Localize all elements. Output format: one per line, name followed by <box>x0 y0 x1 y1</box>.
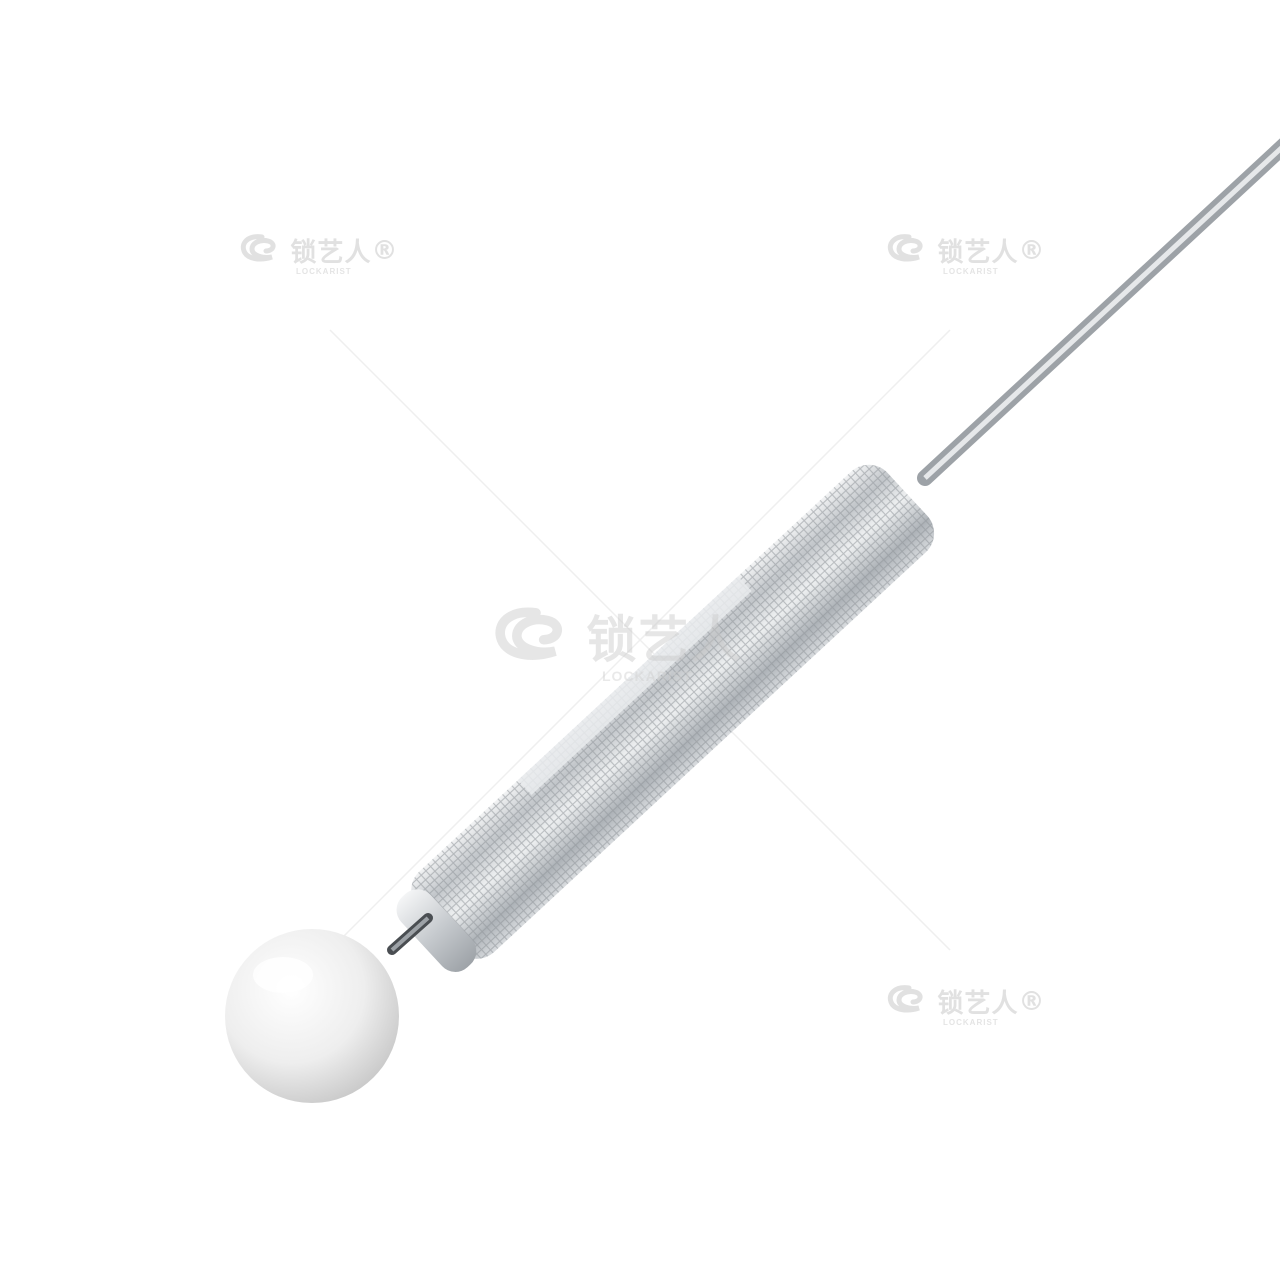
brand-swirl-logo-icon <box>238 233 286 268</box>
brand-name-cn: 锁艺人 <box>586 611 743 669</box>
brand-watermark-large: 锁艺人 LOCKARIST <box>490 600 790 684</box>
brand-watermark: 锁艺人® LOCKARIST <box>885 232 1055 276</box>
wire-spring <box>387 913 433 955</box>
brand-name-cn: 锁艺人 <box>290 238 372 268</box>
brand-watermark: 锁艺人® LOCKARIST <box>238 232 408 276</box>
brand-name-en: LOCKARIST <box>943 1018 999 1027</box>
brand-name-cn: 锁艺人 <box>937 989 1019 1019</box>
brand-swirl-logo-icon <box>490 604 582 669</box>
brand-name-en: LOCKARIST <box>943 267 999 276</box>
brand-watermark: 锁艺人® LOCKARIST <box>885 983 1055 1027</box>
steel-rod <box>917 138 1280 486</box>
knurled-handle <box>396 464 935 972</box>
brand-name-en: LOCKARIST <box>296 267 352 276</box>
brand-swirl-logo-icon <box>885 233 933 268</box>
watermark-lines <box>329 329 951 951</box>
brand-swirl-logo-icon <box>885 984 933 1019</box>
brand-name-cn: 锁艺人 <box>937 238 1019 268</box>
white-ball <box>225 929 399 1103</box>
brand-name-en: LOCKARIST <box>602 668 693 684</box>
